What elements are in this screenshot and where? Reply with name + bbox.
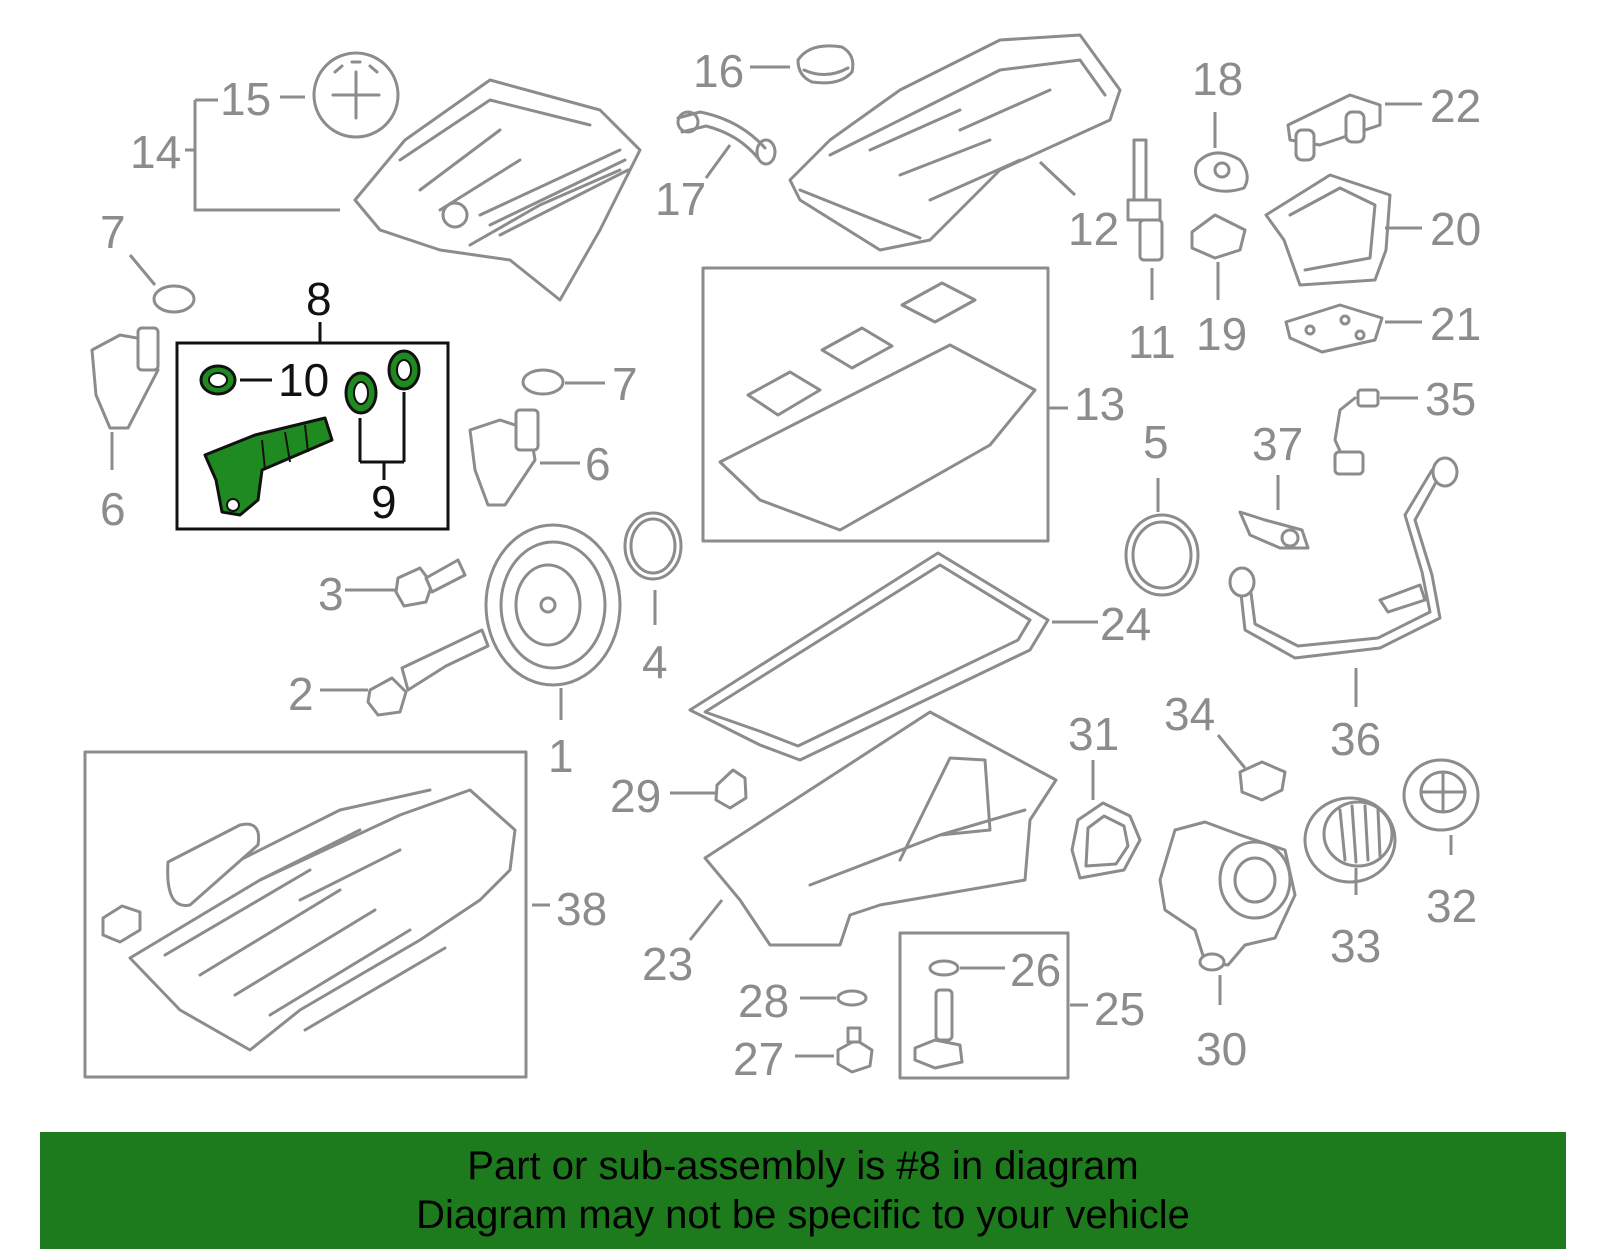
callout-6-left: 6 (100, 483, 126, 535)
drain-plug-27[interactable] (836, 1026, 874, 1074)
callout-12: 12 (1068, 203, 1119, 255)
filter-cap[interactable] (1402, 758, 1480, 832)
callout-22: 22 (1430, 80, 1481, 132)
oil-filter-housing[interactable] (1158, 820, 1297, 972)
vent-hose[interactable] (676, 110, 777, 166)
callout-37: 37 (1252, 418, 1303, 470)
seal-10[interactable] (199, 364, 237, 396)
callout-10: 10 (278, 354, 329, 406)
callout-34: 34 (1164, 688, 1215, 740)
callout-23: 23 (642, 938, 693, 990)
callout-33: 33 (1330, 920, 1381, 972)
callout-25: 25 (1094, 983, 1145, 1035)
seal-9a[interactable] (344, 371, 378, 415)
callout-38: 38 (556, 883, 607, 935)
callout-2: 2 (288, 668, 314, 720)
callout-21: 21 (1430, 298, 1481, 350)
callout-29: 29 (610, 770, 661, 822)
cam-sensor-right[interactable] (468, 368, 565, 507)
sensor-37[interactable] (1238, 510, 1310, 550)
info-banner: Part or sub-assembly is #8 in diagram Di… (40, 1132, 1566, 1249)
oil-sump-20[interactable] (1264, 173, 1392, 287)
callout-3: 3 (318, 568, 344, 620)
callout-26: 26 (1010, 944, 1061, 996)
intake-manifold-box[interactable] (83, 750, 528, 1079)
callout-7-left: 7 (100, 206, 126, 258)
callout-14: 14 (130, 126, 181, 178)
leader-lines (110, 65, 1453, 1058)
callout-28: 28 (738, 975, 789, 1027)
bmw-emblem[interactable] (312, 51, 400, 139)
callout-18: 18 (1192, 53, 1243, 105)
cover-22[interactable] (1286, 93, 1382, 162)
callout-35: 35 (1425, 373, 1476, 425)
bolt-2[interactable] (366, 628, 490, 717)
oil-pan[interactable] (703, 710, 1058, 947)
callout-20: 20 (1430, 203, 1481, 255)
callout-9: 9 (371, 476, 397, 528)
callout-36: 36 (1330, 713, 1381, 765)
callout-labels: 14 15 16 17 12 11 18 19 20 21 22 13 5 35… (100, 45, 1481, 1085)
callout-31: 31 (1068, 708, 1119, 760)
washer-28[interactable] (836, 989, 868, 1007)
oil-filter[interactable] (1303, 796, 1397, 884)
valve-cover[interactable] (788, 33, 1122, 252)
oil-pan-gasket[interactable] (688, 551, 1050, 762)
crank-pulley[interactable] (484, 523, 622, 687)
oil-level-sensor[interactable] (1126, 138, 1164, 262)
bracket-19[interactable] (1190, 213, 1247, 260)
vanos-solenoid[interactable] (203, 416, 334, 517)
callout-13: 13 (1074, 378, 1125, 430)
wire-harness-35[interactable] (1333, 388, 1380, 476)
dipstick-box[interactable] (898, 931, 1070, 1080)
callout-16: 16 (693, 45, 744, 97)
seal-4[interactable] (623, 511, 683, 581)
callout-17: 17 (655, 173, 706, 225)
callout-27: 27 (733, 1033, 784, 1085)
seal-9b[interactable] (387, 349, 421, 391)
callout-8: 8 (306, 273, 332, 325)
callout-5: 5 (1143, 416, 1169, 468)
callout-11: 11 (1128, 316, 1176, 368)
callout-15: 15 (220, 73, 271, 125)
oil-filler-cap[interactable] (796, 44, 855, 85)
callout-1: 1 (548, 730, 574, 782)
gasket-18[interactable] (1193, 151, 1249, 193)
bolt-3[interactable] (394, 558, 467, 608)
gasket-31[interactable] (1070, 801, 1142, 880)
banner-line-1: Part or sub-assembly is #8 in diagram (467, 1143, 1139, 1188)
callout-4: 4 (642, 636, 668, 688)
callout-30: 30 (1196, 1023, 1247, 1075)
engine-cover[interactable] (353, 78, 642, 302)
callout-7-right: 7 (612, 358, 638, 410)
oil-line-36[interactable] (1228, 456, 1459, 660)
part-8-box[interactable] (175, 341, 450, 531)
seal-5[interactable] (1124, 513, 1200, 597)
callout-6-right: 6 (585, 438, 611, 490)
gasket-set-box[interactable] (701, 266, 1050, 543)
callout-19: 19 (1196, 308, 1247, 360)
gasket-21[interactable] (1284, 303, 1384, 354)
callout-32: 32 (1426, 880, 1477, 932)
cam-sensor-left[interactable] (90, 284, 196, 430)
plug-29[interactable] (714, 768, 748, 810)
sensor-34[interactable] (1238, 760, 1287, 802)
parts-diagram: 14 15 16 17 12 11 18 19 20 21 22 13 5 35… (83, 33, 1481, 1085)
callout-24: 24 (1100, 598, 1151, 650)
banner-line-2: Diagram may not be specific to your vehi… (416, 1192, 1190, 1237)
